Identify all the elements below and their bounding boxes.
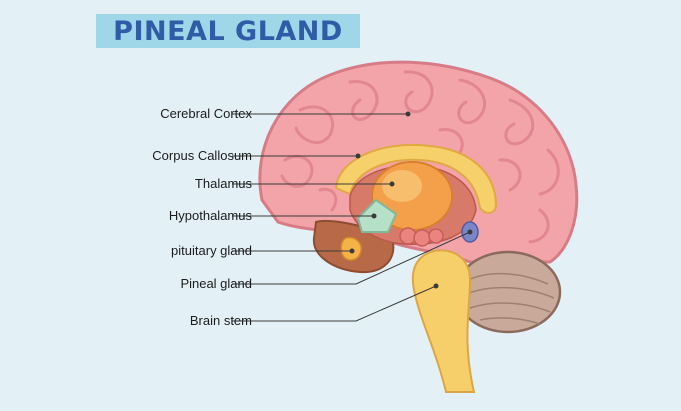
- label-corpus-callosum: Corpus Callosum: [152, 148, 252, 163]
- cerebellum-folia: [465, 272, 555, 325]
- label-pituitary-gland: pituitary gland: [171, 243, 252, 258]
- label-brain-stem: Brain stem: [189, 313, 252, 328]
- leader-lines: [232, 113, 471, 322]
- label-pineal-gland: Pineal gland: [180, 276, 252, 291]
- thalamus-highlight: [382, 170, 422, 202]
- diagram-title: PINEAL GLAND: [113, 15, 343, 47]
- label-hypothalamus: Hypothalamus: [168, 208, 252, 223]
- corpus-callosum-shape: [334, 144, 498, 214]
- leader-dots: [349, 111, 473, 289]
- label-thalamus: Thalamus: [194, 176, 252, 191]
- mammillary-blobs: [399, 227, 444, 247]
- hypothalamus-shape: [356, 198, 398, 233]
- title-banner: PINEAL GLAND: [96, 14, 360, 48]
- brain-stem-shape: [411, 249, 476, 393]
- label-cerebral-cortex: Cerebral Cortex: [160, 106, 252, 121]
